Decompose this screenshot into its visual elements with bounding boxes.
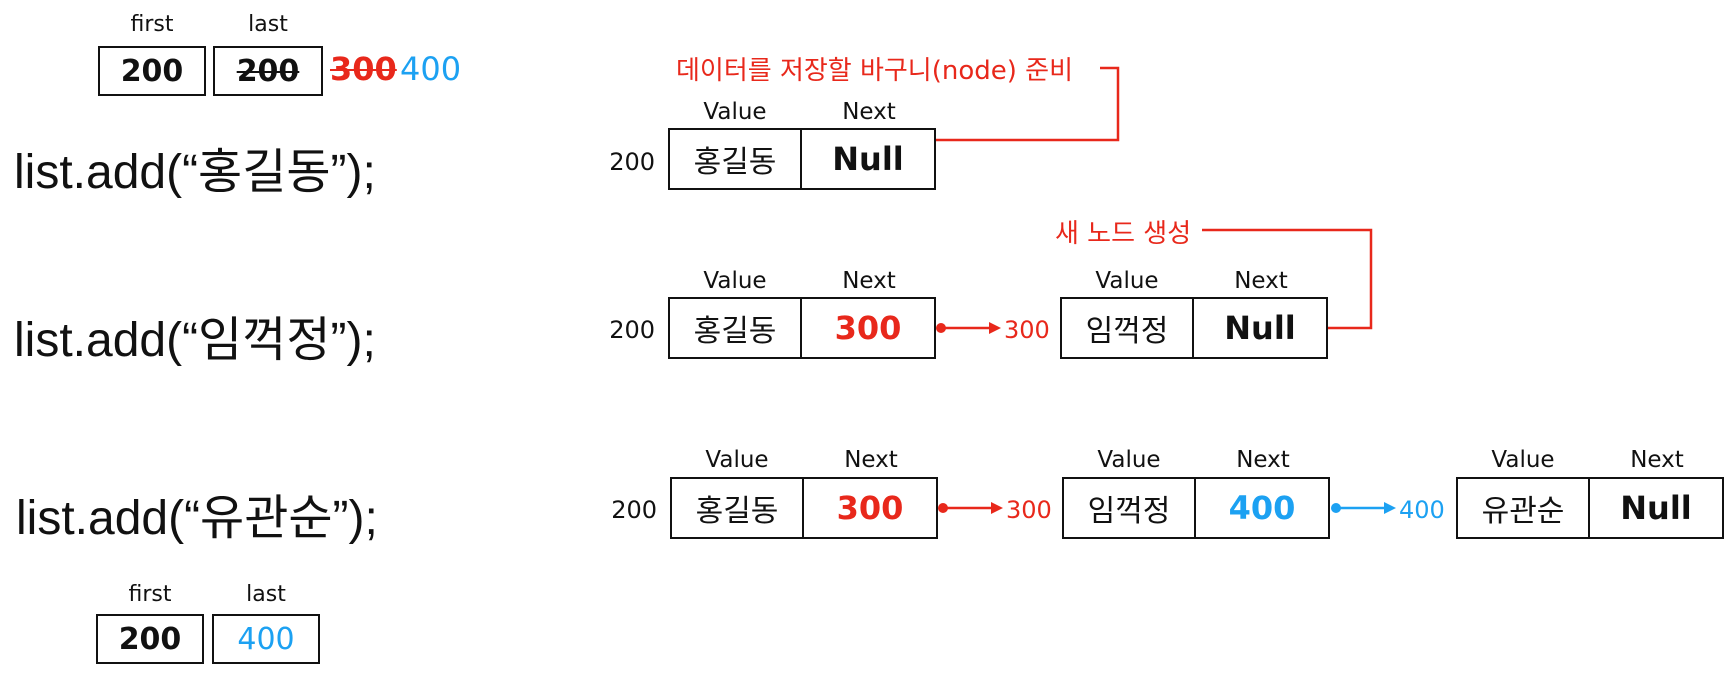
node-next: 400 [1228,489,1296,527]
code-line-2: list.add(“임꺽정”); [14,314,376,367]
value-header: Value [703,99,767,125]
first-pointer-box-top: 200 [98,46,206,96]
next-header: Next [844,447,898,473]
linked-list-node: 홍길동 300 [668,297,936,359]
annotation-new-node: 새 노드 생성 [1055,219,1192,249]
node-value: 유관순 [1458,479,1590,537]
next-header: Next [842,99,896,125]
old-last-value-300: 300 [330,50,397,88]
value-header: Value [703,268,767,294]
first-pointer-box-bottom: 200 [96,614,204,664]
node-next: Null [1224,309,1296,347]
value-header: Value [705,447,769,473]
node-value: 임꺽정 [1062,299,1194,357]
value-header: Value [1095,268,1159,294]
first-label-bottom: first [128,582,172,607]
node-address: 300 [1006,496,1052,524]
linked-list-node: 유관순 Null [1456,477,1724,539]
node-address: 200 [609,148,655,176]
node-value: 홍길동 [672,479,804,537]
first-label-top: first [130,12,174,37]
code-line-3: list.add(“유관순”); [16,492,378,545]
node-next: Null [832,140,904,178]
annotation-prepare-node: 데이터를 저장할 바구니(node) 준비 [676,56,1074,86]
last-pointer-box-top: 200 [213,46,323,96]
callout-line-prepare-node [935,66,1120,142]
node-next: Null [1620,489,1692,527]
node-address: 200 [609,316,655,344]
arrowhead-row3-a [991,502,1003,514]
node-next: 300 [834,309,902,347]
new-last-value-400: 400 [400,50,462,88]
node-address: 400 [1399,496,1445,524]
next-header: Next [842,268,896,294]
last-label-bottom: last [246,582,286,607]
value-header: Value [1491,447,1555,473]
node-value: 홍길동 [670,299,802,357]
node-value: 임꺽정 [1064,479,1196,537]
linked-list-node: 임꺽정 Null [1060,297,1328,359]
last-label-top: last [248,12,288,37]
node-address: 300 [1004,316,1050,344]
node-address: 200 [611,496,657,524]
node-next: 300 [836,489,904,527]
last-pointer-box-bottom: 400 [212,614,320,664]
callout-line-new-node [1202,228,1373,330]
next-header: Next [1236,447,1290,473]
value-header: Value [1097,447,1161,473]
arrowhead-row3-b [1384,502,1396,514]
linked-list-node: 홍길동 300 [670,477,938,539]
node-value: 홍길동 [670,130,802,188]
next-header: Next [1630,447,1684,473]
arrowhead-row2 [989,322,1001,334]
code-line-1: list.add(“홍길동”); [14,146,376,199]
next-header: Next [1234,268,1288,294]
linked-list-node: 홍길동 Null [668,128,936,190]
linked-list-node: 임꺽정 400 [1062,477,1330,539]
